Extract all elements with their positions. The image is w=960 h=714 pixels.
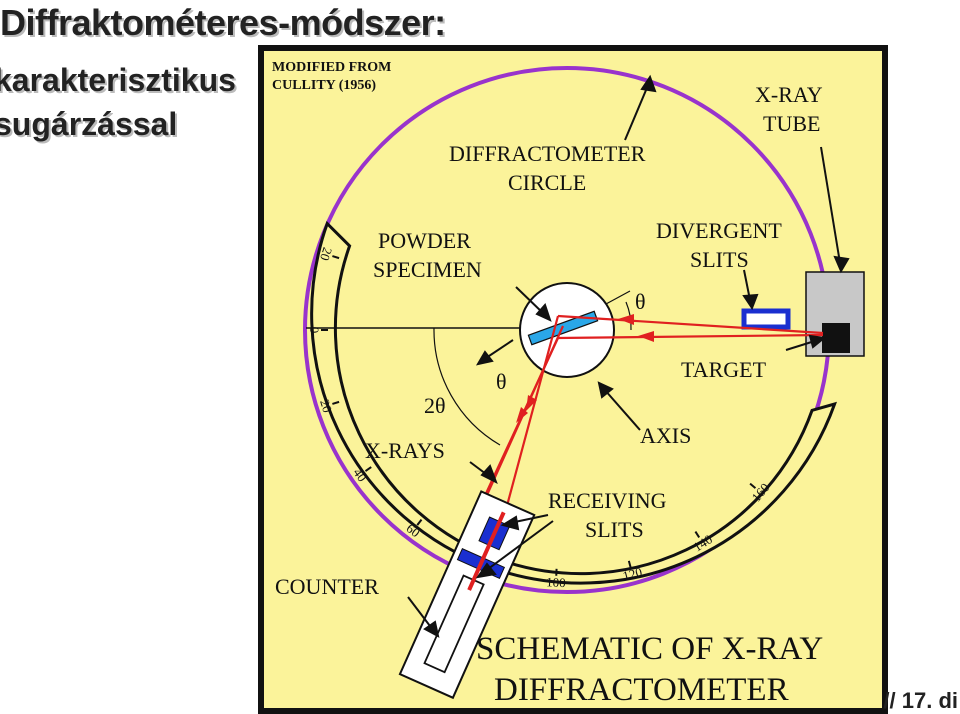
label-diffractometer-circle-2: CIRCLE [508,170,586,195]
scale-tick [416,519,423,526]
label-counter: COUNTER [275,574,379,599]
leader-lines [407,74,850,638]
label-axis: AXIS [640,423,691,448]
specimen-plane-line [605,290,631,305]
scale-tick-label: 20 [317,397,335,414]
diagram-title-line-1: SCHEMATIC OF X-RAY [476,631,823,667]
label-powder-specimen-1: POWDER [378,228,471,253]
source-note-line-1: MODIFIED FROM [272,60,391,75]
label-receiving-slits-2: SLITS [585,517,644,542]
label-target: TARGET [681,357,767,382]
scale-tick [364,466,372,472]
label-theta-top: θ [635,289,646,314]
label-two-theta: 2θ [424,393,446,418]
diagram-panel [258,45,888,714]
scale-tick-label: 0 [307,327,322,334]
slide-footer: // 17. di [883,688,958,713]
xray-beams [469,314,824,529]
label-xrays: X-RAYS [365,438,445,463]
scale-tick [749,482,757,489]
slide-subtitle-line-2: sugárzással [0,106,178,142]
label-divergent-slits-1: DIVERGENT [656,218,782,243]
scale-tick [694,531,701,539]
xray-target [822,323,850,353]
detected-beam [467,511,506,591]
scale-tick [332,255,340,260]
scale-tick [627,560,632,568]
label-divergent-slits-2: SLITS [690,247,749,272]
label-powder-specimen-2: SPECIMEN [373,257,482,282]
label-xray-tube-1: X-RAY [755,82,823,107]
diagram-title-line-2: DIFFRACTOMETER [494,672,789,708]
label-theta-mid: θ [496,369,507,394]
slide-subtitle-line-1: karakterisztikus [0,62,236,98]
two-theta-arc [433,327,501,446]
divergent-slits [741,308,791,330]
beam-arrows [516,314,654,423]
source-note-line-2: CULLITY (1956) [272,78,376,93]
scale-tick-label: 120 [621,564,644,584]
scale-tick-label: 20 [317,246,335,263]
label-xray-tube-2: TUBE [763,111,820,136]
scale-tick-label: 100 [546,574,566,590]
label-diffractometer-circle-1: DIFFRACTOMETER [449,141,646,166]
label-receiving-slits-1: RECEIVING [548,488,667,513]
angle-scale [310,220,837,585]
scale-tick [332,400,340,405]
diffractometer-schematic: MODIFIED FROM CULLITY (1956) 20 0 20 40 … [258,45,888,714]
slide-title: Diffraktométeres-módszer: [0,2,446,43]
